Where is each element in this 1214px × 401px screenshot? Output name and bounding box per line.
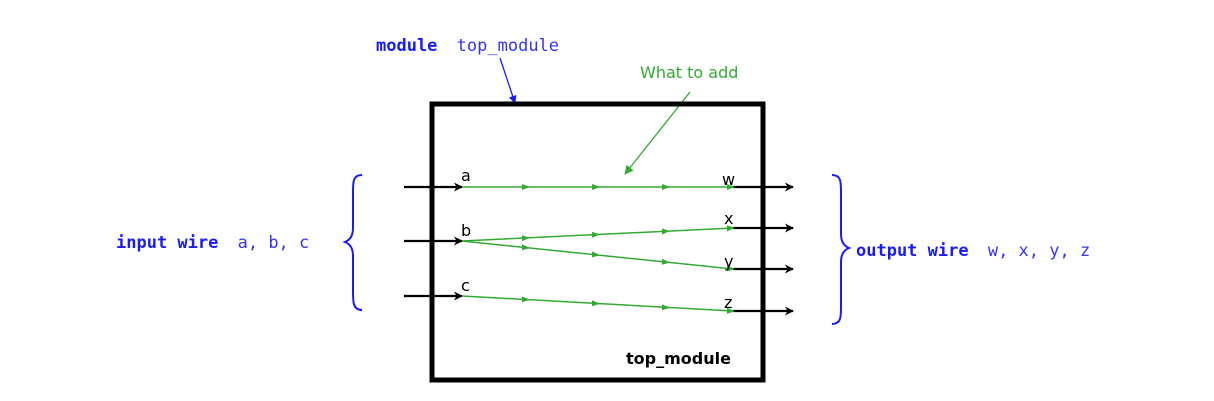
input-keyword: input wire xyxy=(116,233,218,253)
wire-b-to-x xyxy=(461,225,735,242)
output-brace xyxy=(831,174,852,325)
module-keyword: module xyxy=(376,36,437,56)
wire-c-to-z xyxy=(461,295,735,314)
input-names: a, b, c xyxy=(238,233,310,253)
port-label-y: y xyxy=(724,252,733,271)
port-label-w: w xyxy=(722,170,735,189)
port-label-b: b xyxy=(461,221,471,240)
module-box xyxy=(429,101,766,383)
annotation-label: What to add xyxy=(640,63,738,82)
module-pointer-arrow xyxy=(499,57,517,104)
wire-b-to-y xyxy=(461,240,735,272)
wire-a-to-w xyxy=(462,184,735,190)
module-name: top_module xyxy=(457,36,559,56)
port-label-c: c xyxy=(461,276,470,295)
output-declaration: output wire w, x, y, z xyxy=(856,241,1090,261)
port-label-a: a xyxy=(461,166,471,185)
output-keyword: output wire xyxy=(856,241,969,261)
output-names: w, x, y, z xyxy=(988,241,1090,261)
module-box-title: top_module xyxy=(626,349,731,368)
port-label-x: x xyxy=(724,209,733,228)
input-brace xyxy=(342,174,363,311)
port-label-z: z xyxy=(724,293,732,312)
input-declaration: input wire a, b, c xyxy=(116,233,309,253)
module-declaration: module top_module xyxy=(376,36,559,56)
